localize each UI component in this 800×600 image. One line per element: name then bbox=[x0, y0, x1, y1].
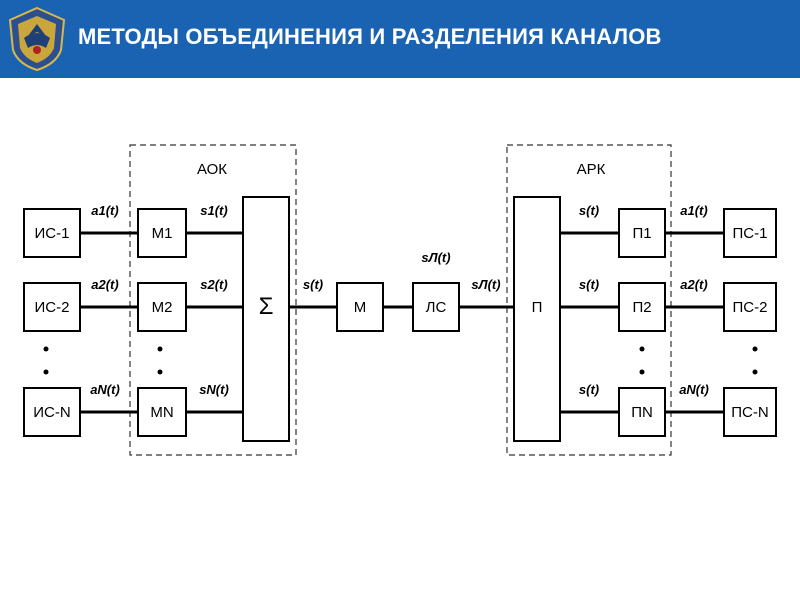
signal-s-r1: s(t) bbox=[579, 203, 599, 218]
svg-text:Σ: Σ bbox=[259, 293, 274, 320]
signal-a1: a1(t) bbox=[91, 203, 118, 218]
svg-text:ПС-1: ПС-1 bbox=[733, 225, 768, 242]
svg-text:ИС-N: ИС-N bbox=[33, 404, 70, 421]
slide-title: МЕТОДЫ ОБЪЕДИНЕНИЯ И РАЗДЕЛЕНИЯ КАНАЛОВ bbox=[78, 24, 662, 49]
line-system-block: ЛС bbox=[412, 282, 460, 332]
modulator-m2: M2 bbox=[137, 282, 187, 332]
signal-s-sum: s(t) bbox=[303, 277, 323, 292]
eagle-emblem-icon bbox=[8, 6, 66, 72]
receiver-ps-1: ПС-1 bbox=[723, 208, 777, 258]
signal-an: aN(t) bbox=[90, 382, 120, 397]
slide-header: МЕТОДЫ ОБЪЕДИНЕНИЯ И РАЗДЕЛЕНИЯ КАНАЛОВ bbox=[0, 0, 800, 78]
ark-label: АРК bbox=[577, 161, 606, 178]
ellipsis-dots bbox=[43, 346, 758, 375]
signal-s-rn: s(t) bbox=[579, 382, 599, 397]
svg-text:ПN: ПN bbox=[631, 404, 653, 421]
source-is-1: ИС-1 bbox=[23, 208, 81, 258]
demodulator-p2: П2 bbox=[618, 282, 666, 332]
svg-text:M: M bbox=[354, 299, 367, 316]
signal-a2-out: a2(t) bbox=[680, 277, 707, 292]
demodulator-pn: ПN bbox=[618, 387, 666, 437]
svg-text:M2: M2 bbox=[152, 299, 173, 316]
svg-text:MN: MN bbox=[150, 404, 173, 421]
svg-text:ЛС: ЛС bbox=[426, 299, 447, 316]
modulator-m1: M1 bbox=[137, 208, 187, 258]
receiver-block: П bbox=[513, 196, 561, 442]
svg-text:ИС-1: ИС-1 bbox=[35, 225, 70, 242]
signal-sl-top: sЛ(t) bbox=[421, 250, 450, 265]
aok-label: АОК bbox=[197, 161, 227, 178]
signal-s1: s1(t) bbox=[200, 203, 227, 218]
svg-text:П1: П1 bbox=[632, 225, 651, 242]
source-is-n: ИС-N bbox=[23, 387, 81, 437]
signal-sn: sN(t) bbox=[199, 382, 229, 397]
svg-text:ПС-2: ПС-2 bbox=[733, 299, 768, 316]
modulator-main: M bbox=[336, 282, 384, 332]
signal-sl: sЛ(t) bbox=[471, 277, 500, 292]
svg-text:П2: П2 bbox=[632, 299, 651, 316]
svg-text:ПС-N: ПС-N bbox=[731, 404, 768, 421]
aok-frame bbox=[129, 144, 297, 456]
ark-frame bbox=[506, 144, 672, 456]
demodulator-p1: П1 bbox=[618, 208, 666, 258]
signal-a2: a2(t) bbox=[91, 277, 118, 292]
connection-lines bbox=[80, 231, 724, 414]
signal-an-out: aN(t) bbox=[679, 382, 709, 397]
signal-a1-out: a1(t) bbox=[680, 203, 707, 218]
svg-text:ИС-2: ИС-2 bbox=[35, 299, 70, 316]
svg-text:П: П bbox=[532, 299, 543, 316]
source-is-2: ИС-2 bbox=[23, 282, 81, 332]
receiver-ps-n: ПС-N bbox=[723, 387, 777, 437]
svg-text:M1: M1 bbox=[152, 225, 173, 242]
signal-s2: s2(t) bbox=[200, 277, 227, 292]
signal-s-r2: s(t) bbox=[579, 277, 599, 292]
modulator-mn: MN bbox=[137, 387, 187, 437]
receiver-ps-2: ПС-2 bbox=[723, 282, 777, 332]
adder-sigma: Σ bbox=[242, 196, 290, 442]
